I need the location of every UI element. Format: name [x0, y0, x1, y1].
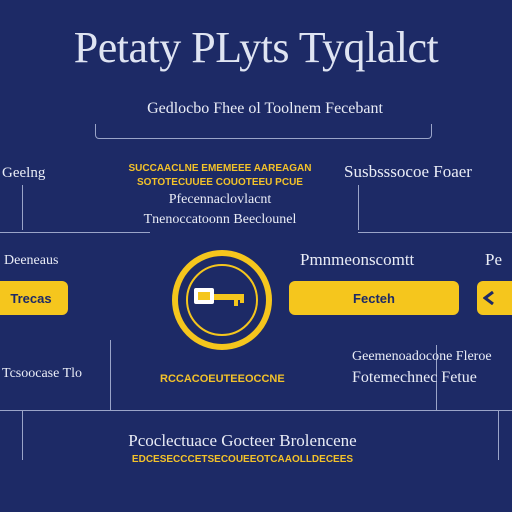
left-pill[interactable]: Trecas [0, 281, 68, 315]
right-mid-label: Pmnmeonscomtt [300, 250, 415, 269]
connector-line [22, 410, 23, 460]
right-pill[interactable]: Fecteh [289, 281, 459, 315]
center-line-2: SOTOTECUUEE COUOTEEU PCUE [137, 177, 303, 188]
right-bottom-line-2: Fotemechnec Fetue [352, 369, 477, 386]
far-right-pill[interactable] [477, 281, 512, 315]
connector-line [0, 410, 512, 411]
connector-line [358, 232, 512, 233]
connector-line [110, 340, 111, 410]
subtitle-bracket [95, 124, 432, 139]
center-line-4: Tnenoccatoonn Beeclounel [143, 212, 297, 227]
center-line-3: Pfecennaclovlacnt [168, 192, 272, 207]
right-bottom-block: Geemenoadocone Fleroe Fotemechnec Fetue [352, 347, 512, 389]
left-top-label: Geelng [2, 165, 46, 181]
right-bottom-line-1: Geemenoadocone Fleroe [352, 349, 492, 364]
left-bottom-label: Tcsoocase Tlo [2, 366, 83, 381]
subtitle: Gedlocbo Fhee ol Toolnem Fecebant [147, 100, 383, 117]
center-line-1: SUCCAACLNE EMEMEEE AAREAGAN [128, 163, 312, 174]
right-top-label: Susbsssocoe Foaer [344, 162, 472, 181]
left-mid-label: Deeneaus [4, 253, 59, 268]
far-right-label: Pe [485, 250, 502, 269]
bottom-text-block: Pcoclectuace Gocteer Brolencene EDCESECC… [70, 430, 415, 468]
center-bottom-label: RCCACOEUTEEOCCNE [160, 373, 285, 385]
page-title: Petaty PLyts Tyqlalct [73, 23, 439, 72]
connector-line [436, 345, 437, 410]
key-icon [194, 288, 244, 306]
center-ring-inner [186, 264, 258, 336]
connector-line [498, 410, 499, 460]
center-text-block: SUCCAACLNE EMEMEEE AAREAGAN SOTOTECUUEE … [110, 162, 330, 230]
bottom-line-2: EDCESECCCETSECOUEEOTCAAOLLDECEES [131, 454, 354, 465]
bottom-line-1: Pcoclectuace Gocteer Brolencene [128, 431, 357, 450]
connector-line [22, 185, 23, 230]
connector-line [0, 232, 150, 233]
connector-line [358, 185, 359, 230]
center-ring [172, 250, 272, 350]
arrow-left-icon [483, 291, 494, 305]
